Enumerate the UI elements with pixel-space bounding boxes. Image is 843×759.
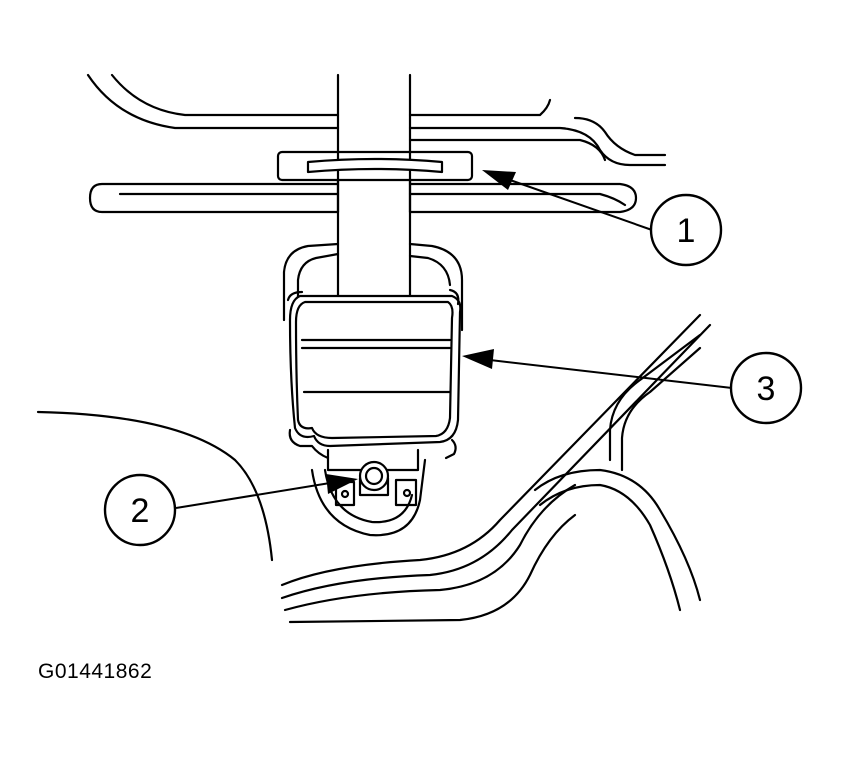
belt-webbing	[336, 73, 412, 298]
callout-2: 2	[103, 473, 177, 547]
trim-slot	[88, 182, 638, 214]
mounting-bolt	[334, 460, 418, 507]
figure-id: G01441862	[38, 660, 153, 683]
belt-guide	[276, 150, 474, 214]
callout-2-label: 2	[131, 492, 150, 530]
leader-line-1	[482, 170, 653, 231]
retractor-recess	[282, 242, 464, 537]
callout-1-label: 1	[677, 212, 696, 250]
leader-line-2	[175, 474, 358, 509]
upper-panel-contour	[86, 73, 667, 167]
lower-panel-contour	[36, 313, 712, 624]
retractor-assembly	[286, 288, 462, 472]
callout-1: 1	[649, 193, 723, 267]
callout-3-label: 3	[757, 370, 776, 408]
callout-3: 3	[729, 351, 803, 425]
leader-line-3	[462, 349, 733, 389]
